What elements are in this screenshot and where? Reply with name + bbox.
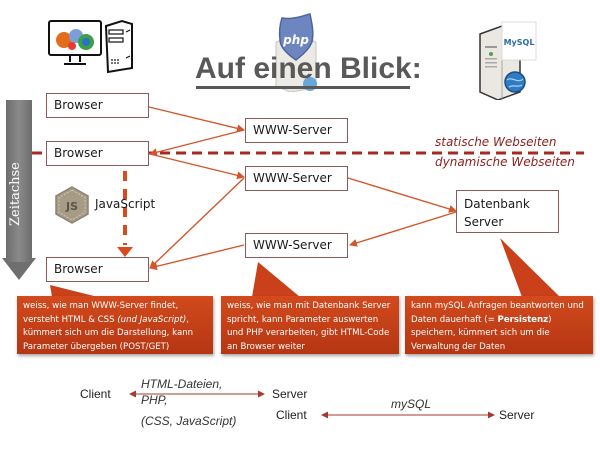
legend-left-label-1: HTML-Dateien, [141,377,223,391]
browser-node-1: Browser [46,93,149,118]
arrow-server2-to-browser3 [149,177,245,269]
title-underline [196,86,410,89]
static-pages-label: statische Webseiten [435,135,557,149]
legend-left-label-2: PHP, [141,393,168,407]
arrow-server3-to-browser3 [149,244,245,271]
www-server-node-2: WWW-Server [245,166,348,191]
callout-db-server-text-bold: Persistenz [497,314,549,325]
dynamic-pages-label: dynamische Webseiten [435,155,575,169]
arrow-browser2-to-server2 [149,153,245,180]
javascript-badge-text: JS [65,200,78,213]
legend-left-client: Client [80,387,111,401]
callout-db-server-text-2: ) speichern, kümmert sich um die Verwalt… [411,314,552,352]
timeline-arrowhead [2,258,36,280]
javascript-arrowhead [117,247,133,257]
callout-db-server: kann mySQL Anfragen beantworten und Date… [405,296,593,354]
browser-node-3: Browser [46,257,149,282]
callout-browser-text-italic: (und JavaScript) [117,314,187,325]
page-title: Auf einen Blick: [195,52,422,85]
arrow-browser1-to-server1 [148,106,245,133]
mysql-badge-text: MySQL [504,38,535,47]
legend-left-label-3: (CSS, JavaScript) [141,414,237,428]
legend-right-client: Client [276,408,307,422]
legend-left-server: Server [272,387,308,401]
timeline-bar [6,100,32,262]
callout-browser-text-2: , kümmert sich um die Darstellung, kann … [23,314,194,352]
callout-tail-db-server [500,238,560,297]
callout-www-server: weiss, wie man mit Datenbank Server spri… [221,296,399,354]
client-computer-icon [46,18,146,76]
callout-www-server-text: weiss, wie man mit Datenbank Server spri… [227,301,391,352]
callout-tail-www-server [252,262,300,297]
callout-browser-text-1: weiss, wie man WWW-Server findet, verste… [23,301,179,325]
www-server-node-1: WWW-Server [245,118,348,143]
database-server-node: Datenbank Server [456,190,559,233]
database-server-label-line1: Datenbank [464,197,530,211]
mysql-server-icon: MySQL [476,18,546,101]
callout-browser: weiss, wie man WWW-Server findet, verste… [17,296,213,354]
www-server-node-3: WWW-Server [245,233,348,258]
callout-tail-browser [50,285,98,297]
legend-right-server: Server [499,408,535,422]
callout-db-server-text-1: kann mySQL Anfragen beantworten und Date… [411,301,584,325]
javascript-icon: JS [54,186,90,224]
php-badge-text: php [282,33,309,47]
javascript-label: JavaScript [95,197,156,211]
arrow-server1-to-browser2 [149,129,245,157]
database-server-label-line2: Server [464,215,504,229]
arrow-db-to-server3 [349,211,457,247]
timeline-label: Zeitachse [8,162,23,226]
browser-node-2: Browser [46,141,149,166]
legend-right-label: mySQL [391,397,432,411]
arrow-server2-to-db [347,177,457,213]
